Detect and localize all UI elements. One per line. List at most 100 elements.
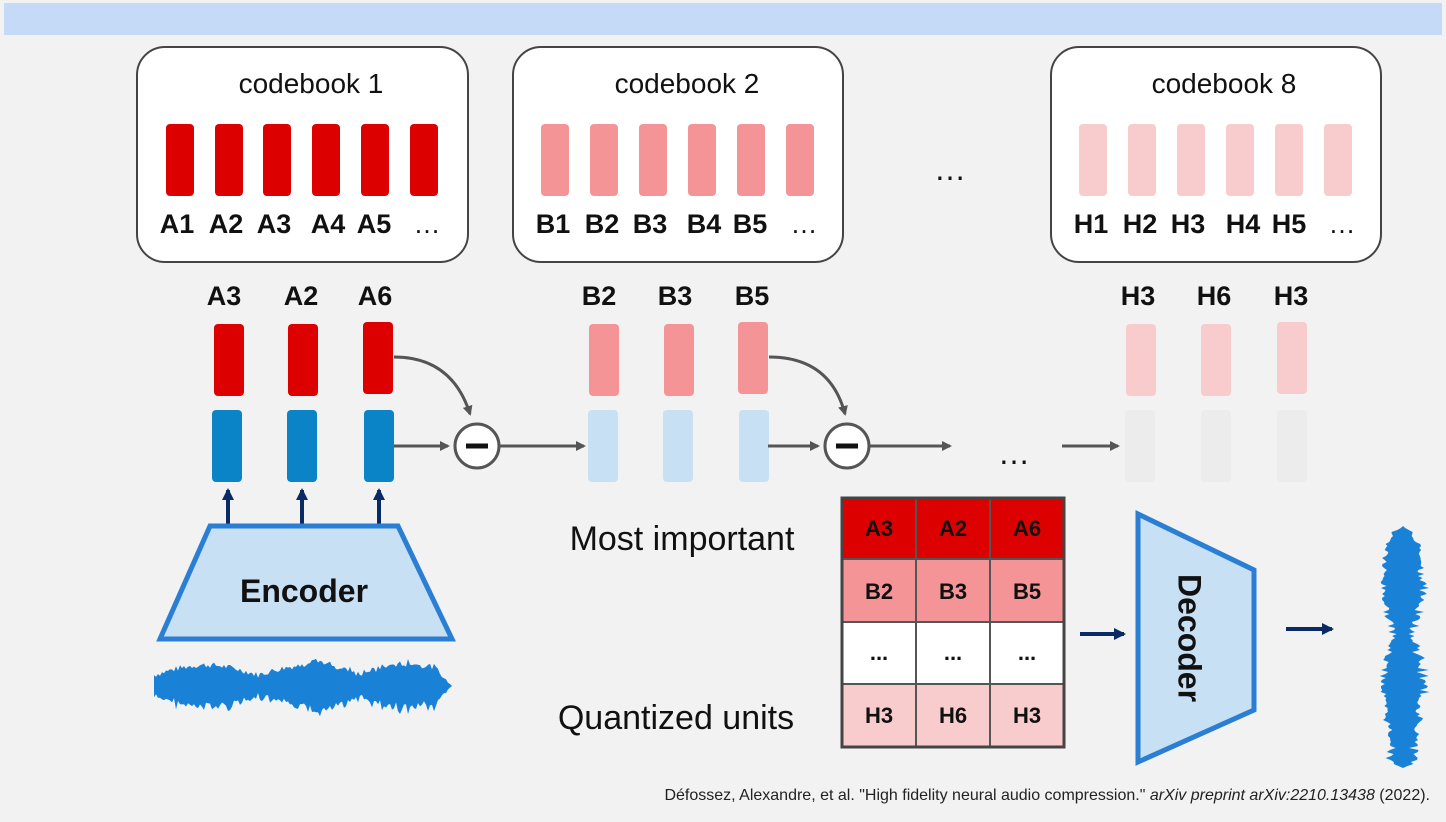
code-vector-b5 [737, 124, 765, 196]
selected-code-8-1: H3 [1121, 281, 1156, 311]
code-label-h4: H4 [1226, 209, 1261, 239]
codebook-2-title: codebook 2 [615, 68, 760, 99]
decoder-label: Decoder [1172, 574, 1208, 702]
quantized-vector-h6 [1201, 324, 1231, 396]
code-label-b5: B5 [733, 209, 768, 239]
code-vector-h2 [1128, 124, 1156, 196]
table-cell: B2 [865, 579, 893, 604]
table-cell: A3 [865, 516, 893, 541]
codebook-1: codebook 1 A1 A2 A3 A4 A5 … [136, 46, 469, 263]
selected-code-2-3: B5 [735, 281, 770, 311]
quantized-vector-h3a [1126, 324, 1156, 396]
code-label-h5: H5 [1272, 209, 1307, 239]
citation-year: (2022). [1374, 787, 1430, 804]
decoder-block: Decoder [1135, 510, 1257, 766]
code-vector-a2 [215, 124, 243, 196]
residual-vector-2 [663, 410, 693, 482]
code-label-a4: A4 [311, 209, 346, 239]
selected-code-2-1: B2 [582, 281, 617, 311]
selected-code-1-3: A6 [358, 281, 393, 311]
curve-arrow-1 [393, 355, 473, 416]
citation: Défossez, Alexandre, et al. "High fideli… [0, 787, 1430, 805]
code-vector-h4 [1226, 124, 1254, 196]
selected-code-2-2: B3 [658, 281, 693, 311]
code-label-b3: B3 [633, 209, 668, 239]
residual-vector-last-3 [1277, 410, 1307, 482]
code-label-ellipsis-2: … [791, 209, 818, 239]
table-cell: H3 [1013, 703, 1041, 728]
encoded-vector-1 [212, 410, 242, 482]
encoder-output-arrows [222, 488, 385, 524]
table-cell: A2 [939, 516, 967, 541]
most-important-label: Most important [570, 520, 795, 558]
code-label-a5: A5 [357, 209, 392, 239]
code-label-h1: H1 [1074, 209, 1109, 239]
codebook-2: codebook 2 B1 B2 B3 B4 B5 … [512, 46, 844, 263]
code-label-a1: A1 [160, 209, 195, 239]
quantized-vector-b2 [589, 324, 619, 396]
code-vector-h3 [1177, 124, 1205, 196]
citation-journal: arXiv preprint arXiv:2210.13438 [1149, 787, 1375, 804]
table-cell: ... [870, 640, 888, 665]
code-vector-b3 [639, 124, 667, 196]
quantized-vector-b5 [738, 322, 768, 394]
code-vector-a5 [361, 124, 389, 196]
code-label-h3: H3 [1171, 209, 1206, 239]
code-vector-h5 [1275, 124, 1303, 196]
codebook-8: codebook 8 H1 H2 H3 H4 H5 … [1050, 46, 1382, 263]
input-waveform [154, 658, 452, 717]
code-label-b4: B4 [687, 209, 722, 239]
code-vector-a4 [312, 124, 340, 196]
pipeline-ellipsis: … [998, 435, 1030, 471]
code-vector-b1 [541, 124, 569, 196]
encoded-vector-3 [364, 410, 394, 482]
encoded-vector-2 [287, 410, 317, 482]
table-cell: B3 [939, 579, 967, 604]
residual-vector-last-1 [1125, 410, 1155, 482]
codebook-8-title: codebook 8 [1152, 68, 1297, 99]
code-label-a2: A2 [209, 209, 244, 239]
selected-code-8-3: H3 [1274, 281, 1309, 311]
quantized-vectors [214, 322, 1307, 396]
header-bar [4, 3, 1442, 35]
residual-vector-last-2 [1201, 410, 1231, 482]
quantized-vector-a6 [363, 322, 393, 394]
residual-vector-1 [588, 410, 618, 482]
output-waveform [1379, 526, 1430, 768]
codebook-2-vectors [541, 124, 814, 196]
codebook-1-vectors [166, 124, 438, 196]
code-label-b1: B1 [536, 209, 571, 239]
code-label-a3: A3 [257, 209, 292, 239]
code-label-b2: B2 [585, 209, 620, 239]
code-label-ellipsis-1: … [414, 209, 441, 239]
codebook-ellipsis: … [934, 151, 966, 187]
selected-code-8-2: H6 [1197, 281, 1232, 311]
subtraction-flow [393, 355, 1120, 470]
code-vector-h6 [1324, 124, 1352, 196]
quantized-vector-a2 [288, 324, 318, 396]
code-label-h2: H2 [1123, 209, 1158, 239]
selected-code-1-1: A3 [207, 281, 242, 311]
table-cell: H6 [939, 703, 967, 728]
curve-arrow-2 [768, 355, 848, 416]
residual-vectors [212, 410, 1307, 482]
quantized-units-table: A3 A2 A6 B2 B3 B5 ... ... ... H3 H6 H3 [840, 496, 1066, 749]
citation-authors-title: Défossez, Alexandre, et al. "High fideli… [664, 787, 1150, 804]
code-vector-h1 [1079, 124, 1107, 196]
quantized-units-label: Quantized units [558, 699, 794, 737]
code-vector-b6 [786, 124, 814, 196]
table-cell: ... [944, 640, 962, 665]
codebook-8-vectors [1079, 124, 1352, 196]
quantized-vector-a3 [214, 324, 244, 396]
table-cell: B5 [1013, 579, 1041, 604]
table-cell: H3 [865, 703, 893, 728]
quantized-vector-b3 [664, 324, 694, 396]
code-vector-a6 [410, 124, 438, 196]
code-vector-b2 [590, 124, 618, 196]
table-cell: A6 [1013, 516, 1041, 541]
selected-code-1-2: A2 [284, 281, 319, 311]
encoder-block: Encoder [156, 523, 456, 642]
codebook-1-title: codebook 1 [239, 68, 384, 99]
code-label-ellipsis-8: … [1329, 209, 1356, 239]
